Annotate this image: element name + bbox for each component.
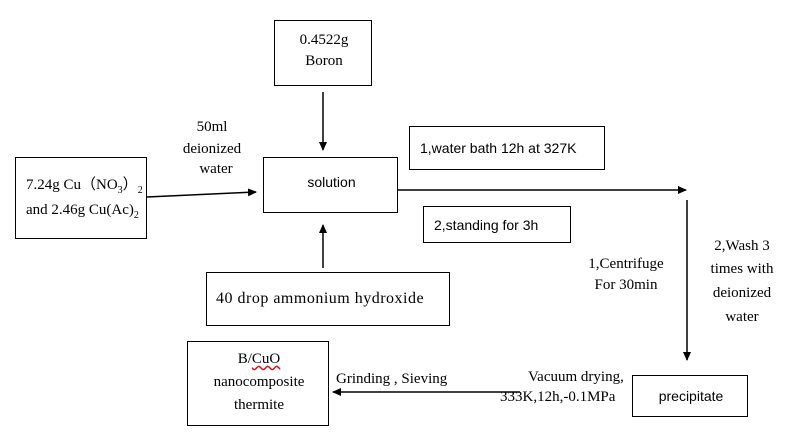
wash-label-line3: deionized <box>712 285 772 301</box>
precipitate-box: precipitate <box>632 375 748 417</box>
precipitate-label: precipitate <box>658 388 724 404</box>
vacuum-label-line1: Vacuum drying, <box>528 369 624 385</box>
standing-label: 2,standing for 3h <box>434 217 539 233</box>
wash-label-line2: times with <box>710 261 774 277</box>
solution-label: solution <box>307 174 356 190</box>
ammonium-box: 40 drop ammonium hydroxide <box>206 272 450 326</box>
product-line2: nanocomposite <box>213 374 305 390</box>
product-box: B/CuO nanocomposite thermite <box>187 341 329 426</box>
arrow-copper-to-solution <box>146 188 257 198</box>
boron-amount: 0.4522g <box>299 32 349 48</box>
water-label-line3: water <box>199 161 233 177</box>
boron-box: 0.4522g Boron <box>274 20 372 86</box>
vacuum-label-line2: 333K,12h,-0.1MPa <box>500 389 616 405</box>
product-formula: B/CuO <box>237 351 281 367</box>
ammonium-label: 40 drop ammonium hydroxide <box>216 290 425 307</box>
wash-label-line4: water <box>725 309 759 325</box>
water-label-line2: deionized <box>182 141 242 157</box>
copper-salts-box: 7.24g Cu（NO3）2 and 2.46g Cu(Ac)2 <box>15 157 147 239</box>
grinding-label: Grinding , Sieving <box>336 371 448 387</box>
centrifuge-label-line1: 1,Centrifuge <box>588 256 664 272</box>
water-bath-box: 1,water bath 12h at 327K <box>409 126 605 170</box>
water-bath-label: 1,water bath 12h at 327K <box>420 140 577 156</box>
copper-acetate-line: and 2.46g Cu(Ac)2 <box>26 202 139 221</box>
centrifuge-label-line2: For 30min <box>594 277 658 293</box>
copper-nitrate-line: 7.24g Cu（NO3）2 <box>26 177 143 196</box>
product-line3: thermite <box>234 397 284 413</box>
solution-box: solution <box>263 157 398 213</box>
water-label-line1: 50ml <box>196 119 228 135</box>
standing-box: 2,standing for 3h <box>423 206 571 243</box>
boron-label: Boron <box>305 53 343 69</box>
wash-label-line1: 2,Wash 3 <box>714 238 770 254</box>
